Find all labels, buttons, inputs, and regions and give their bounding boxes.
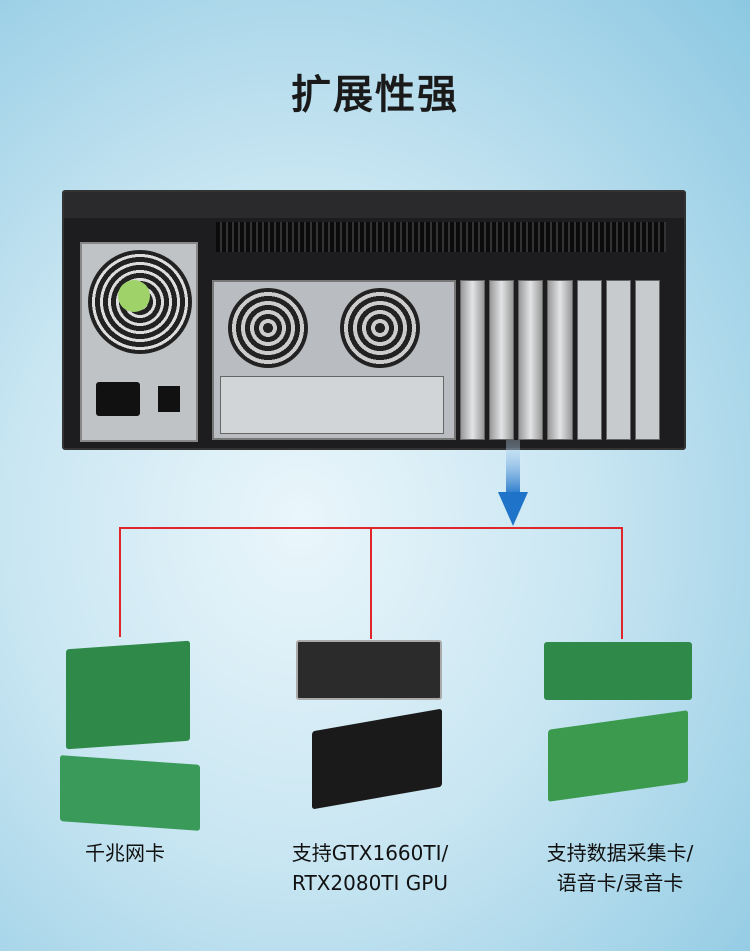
label-line: RTX2080TI GPU xyxy=(292,871,448,895)
expansion-slots xyxy=(460,280,660,440)
data-acquisition-card-image xyxy=(544,642,692,700)
label-line: 支持GTX1660TI/ xyxy=(291,841,449,865)
label-line: 千兆网卡 xyxy=(85,841,165,865)
power-supply xyxy=(80,242,198,442)
power-socket xyxy=(96,382,140,416)
network-card-image xyxy=(66,640,190,750)
slot xyxy=(460,280,486,440)
label-line: 支持数据采集卡/ xyxy=(546,841,694,865)
motherboard-io-panel xyxy=(212,280,456,440)
vent-grille xyxy=(216,222,666,252)
label-line: 语音卡/录音卡 xyxy=(556,871,684,895)
chassis-top xyxy=(64,192,684,218)
connector-line xyxy=(119,527,121,637)
label-network-card: 千兆网卡 xyxy=(60,838,190,868)
io-ports xyxy=(220,376,444,434)
slot-usb xyxy=(634,280,660,440)
slot xyxy=(518,280,544,440)
label-acquisition-card: 支持数据采集卡/语音卡/录音卡 xyxy=(520,838,720,898)
arrow-down-icon xyxy=(498,440,528,526)
gpu-image xyxy=(312,708,442,810)
connector-line xyxy=(370,527,372,639)
gpu-image xyxy=(296,640,442,700)
slot xyxy=(547,280,573,440)
connector-line xyxy=(621,527,623,639)
slot-serial xyxy=(605,280,631,440)
power-switch xyxy=(158,386,180,412)
network-card-image xyxy=(60,755,200,831)
data-acquisition-card-image xyxy=(548,710,688,802)
page-title: 扩展性强 xyxy=(291,72,459,118)
case-fan-icon xyxy=(228,288,308,368)
psu-fan-hub xyxy=(118,280,150,312)
slot xyxy=(489,280,515,440)
slot-usb xyxy=(576,280,602,440)
label-gpu: 支持GTX1660TI/RTX2080TI GPU xyxy=(250,838,490,898)
case-fan-icon xyxy=(340,288,420,368)
server-chassis-rear-view xyxy=(62,190,686,450)
